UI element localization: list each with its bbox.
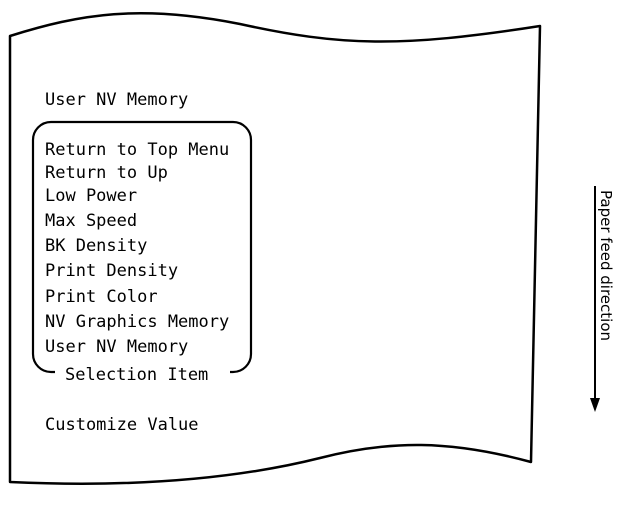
menu-item: Print Color (45, 287, 158, 307)
menu-item: Print Density (45, 261, 178, 281)
arrow-head-icon (590, 398, 600, 412)
menu-item: Low Power (45, 186, 137, 206)
menu-item: Max Speed (45, 211, 137, 231)
menu-item: Return to Up (45, 163, 168, 183)
selection-caption: Selection Item (65, 365, 208, 385)
menu-item: BK Density (45, 236, 147, 256)
menu-list: Return to Top Menu Return to Up Low Powe… (45, 140, 229, 357)
receipt-footer: Customize Value (45, 415, 199, 435)
menu-item: NV Graphics Memory (45, 312, 229, 332)
bracket-gap (55, 362, 230, 378)
feed-direction-arrow (590, 186, 600, 412)
menu-item: Return to Top Menu (45, 140, 229, 160)
menu-item: User NV Memory (45, 337, 188, 357)
feed-direction-label: Paper feed direction (597, 190, 615, 341)
receipt-header: User NV Memory (45, 90, 188, 110)
